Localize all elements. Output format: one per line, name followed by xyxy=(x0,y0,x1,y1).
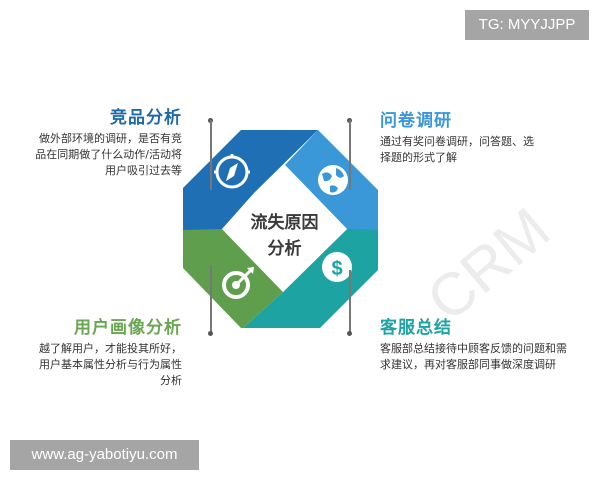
section-survey: 问卷调研 通过有奖问卷调研，问答题、选 择题的形式了解 xyxy=(380,106,580,166)
watermark-tag-bottom: www.ag-yabotiyu.com xyxy=(10,440,199,470)
segment-persona xyxy=(183,229,283,328)
svg-text:$: $ xyxy=(331,258,342,280)
center-title-line1: 流失原因 xyxy=(250,213,319,233)
section-title: 用户画像分析 xyxy=(74,318,182,338)
section-title: 客服总结 xyxy=(380,318,452,338)
connector-line-left-top xyxy=(210,120,212,190)
segment-service xyxy=(243,229,378,328)
connector-line-right-bottom xyxy=(349,270,351,333)
globe-icon xyxy=(318,165,348,195)
section-desc-line: 择题的形式了解 xyxy=(380,151,457,164)
section-desc-line: 品在同期做了什么动作/活动将 xyxy=(35,148,182,161)
section-desc-line: 做外部环境的调研，是否有竞 xyxy=(39,132,182,145)
watermark-tag-top: TG: MYYJJPP xyxy=(465,10,589,40)
center-title-line2: 分析 xyxy=(267,239,302,259)
section-desc-line: 客服部总结接待中顾客反馈的问题和需 xyxy=(380,342,567,355)
dollar-icon: $ xyxy=(322,252,352,282)
connector-line-right-top xyxy=(349,120,351,190)
section-title: 竞品分析 xyxy=(110,108,182,128)
section-desc-line: 越了解用户，才能投其所好， xyxy=(39,342,182,355)
connector-dot xyxy=(208,331,213,336)
section-desc-line: 用户基本属性分析与行为属性 xyxy=(39,358,182,371)
center-title: 流失原因 分析 xyxy=(222,210,347,262)
center-diamond xyxy=(222,165,347,292)
section-desc-line: 分析 xyxy=(160,374,182,387)
connector-line-left-bottom xyxy=(210,265,212,333)
section-persona: 用户画像分析 越了解用户，才能投其所好， 用户基本属性分析与行为属性 分析 xyxy=(10,313,182,389)
section-desc-line: 用户吸引过去等 xyxy=(105,164,182,177)
section-title: 问卷调研 xyxy=(380,111,452,131)
section-competitor: 竞品分析 做外部环境的调研，是否有竞 品在同期做了什么动作/活动将 用户吸引过去… xyxy=(20,103,182,179)
target-icon xyxy=(222,267,254,299)
section-desc-line: 求建议，再对客服部同事做深度调研 xyxy=(380,358,556,371)
section-service: 客服总结 客服部总结接待中顾客反馈的问题和需 求建议，再对客服部同事做深度调研 xyxy=(380,313,595,373)
connector-dot xyxy=(347,331,352,336)
compass-icon xyxy=(214,154,250,189)
section-desc-line: 通过有奖问卷调研，问答题、选 xyxy=(380,135,534,148)
